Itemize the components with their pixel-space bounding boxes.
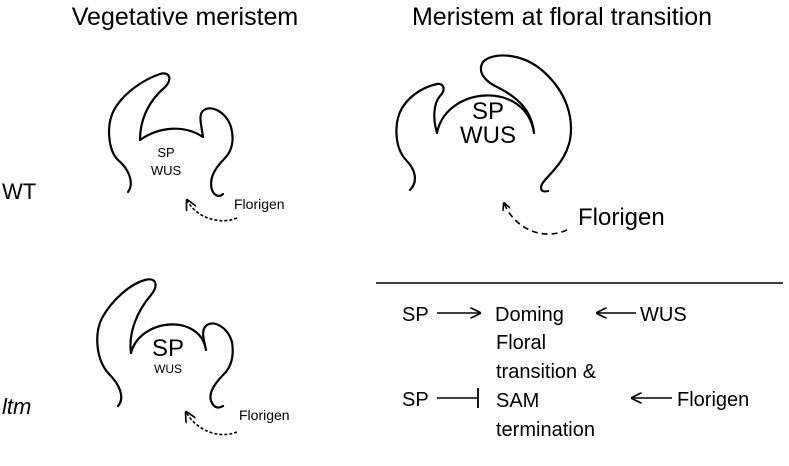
meristem-outline (96, 278, 234, 409)
row-label-ltm: ltm (2, 394, 31, 419)
wt-vegetative-meristem: SP WUS Florigen (108, 72, 285, 222)
wt-floral-meristem: SP WUS Florigen (395, 54, 665, 235)
heading-vegetative: Vegetative meristem (72, 3, 299, 31)
model-row2-sp: SP (402, 389, 429, 411)
heading-floral: Meristem at floral transition (412, 3, 712, 31)
florigen-label: Florigen (578, 204, 665, 231)
ltm-vegetative-meristem: SP WUS Florigen (96, 278, 290, 436)
row-label-wt: WT (2, 179, 36, 204)
model-row2-target-line3: SAM (496, 390, 539, 412)
sp-label: SP (152, 335, 184, 362)
wus-label: WUS (151, 163, 182, 178)
florigen-arrow (504, 203, 568, 235)
model-row1-wus: WUS (640, 304, 687, 326)
florigen-arrow (187, 200, 238, 222)
model-row2-target-line4: termination (496, 419, 595, 441)
wus-label: WUS (460, 122, 516, 149)
sp-label: SP (157, 145, 174, 160)
regulatory-model: SP Doming WUS SP Floral transition & SAM… (402, 304, 749, 441)
florigen-label: Florigen (234, 196, 285, 212)
model-row2-target-line1: Floral (496, 332, 546, 354)
florigen-label: Florigen (239, 407, 290, 423)
model-row2-target-line2: transition & (496, 361, 597, 383)
model-row2-florigen: Florigen (677, 389, 749, 411)
model-row1-target: Doming (495, 304, 564, 326)
model-row1-sp: SP (402, 304, 429, 326)
florigen-arrow (186, 412, 238, 436)
meristem-outline (108, 72, 234, 197)
wus-label: WUS (154, 362, 182, 376)
meristem-outline (395, 54, 572, 193)
sp-label: SP (472, 98, 504, 125)
